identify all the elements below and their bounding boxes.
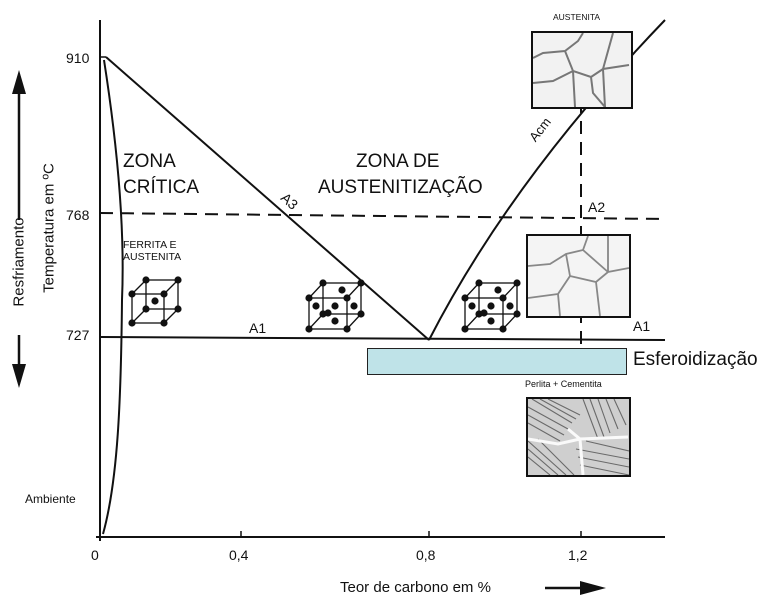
y-axis-title: Temperatura em ºC (40, 163, 58, 293)
a2-label: A2 (588, 199, 606, 215)
pearlite-cementite-title: Perlita + Cementita (525, 379, 602, 389)
ferrite-boundary-curve (102, 59, 124, 535)
y-tick-label: Ambiente (25, 492, 76, 506)
a1-label: A1 (249, 320, 267, 336)
spheroidization-label: Esferoidização (633, 349, 758, 370)
a2-line (99, 212, 666, 220)
austenite-micrograph-2 (526, 234, 631, 318)
x-axis-title: Teor de carbono em % (340, 579, 491, 596)
spheroidization-bar (367, 348, 627, 375)
x-tick-label: 1,2 (568, 547, 588, 563)
austenite-micrograph (531, 31, 633, 109)
critical-zone-label: ZONA CRÍTICA (123, 151, 199, 198)
austenite-title: AUSTENITA (553, 12, 601, 22)
x-tick-label: 0 (91, 547, 99, 563)
ferrite-austenite-label: FERRITA E AUSTENITA (123, 239, 182, 263)
y-tick-label: 910 (66, 50, 90, 66)
a1-label: A1 (633, 318, 651, 334)
cooling-label: Resfriamento (10, 217, 28, 307)
x-tick-label: 0,8 (416, 547, 436, 563)
a3-line (105, 56, 430, 341)
fcc-crystal-icon (461, 279, 521, 333)
y-tick-label: 768 (66, 207, 90, 223)
a1-line (99, 336, 666, 341)
austenitization-zone-label: ZONA DE AUSTENITIZAÇÃO (318, 151, 483, 198)
x-tick-label: 0,4 (229, 547, 249, 563)
x-axis-arrow (545, 581, 606, 595)
bcc-crystal-icon (128, 276, 182, 327)
fcc-crystal-icon (305, 279, 365, 333)
pearlite-cementite-micrograph (526, 397, 631, 477)
cooling-up-arrow (12, 70, 26, 220)
cooling-down-arrow (12, 335, 26, 388)
y-tick-label: 727 (66, 327, 90, 343)
